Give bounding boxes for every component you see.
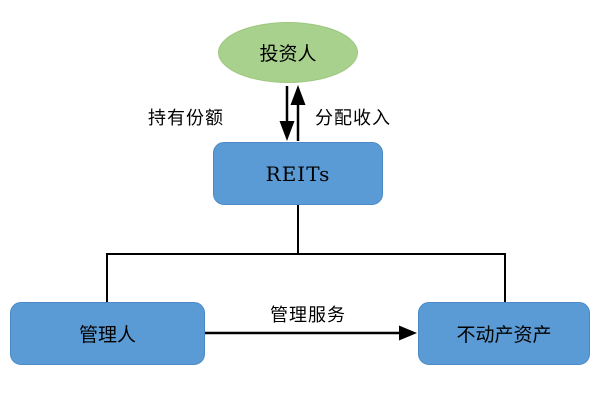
- hold-shares-arrow: [279, 86, 295, 141]
- node-reits: REITs: [213, 142, 383, 205]
- edge-label-management-service: 管理服务: [270, 305, 346, 326]
- node-reits-label: REITs: [265, 161, 331, 186]
- edge-label-hold-shares: 持有份额: [148, 108, 224, 129]
- reits-to-manager-connector: [106, 205, 506, 302]
- management-service-arrow: [205, 325, 417, 341]
- node-investor-label: 投资人: [259, 43, 317, 65]
- edge-label-distribute-income: 分配收入: [315, 108, 391, 129]
- node-investor: 投资人: [218, 22, 358, 83]
- node-real-estate-label: 不动产资产: [456, 324, 552, 346]
- distribute-income-arrow: [290, 85, 306, 141]
- node-manager-label: 管理人: [78, 324, 136, 346]
- node-manager: 管理人: [10, 302, 205, 365]
- node-real-estate: 不动产资产: [418, 302, 590, 365]
